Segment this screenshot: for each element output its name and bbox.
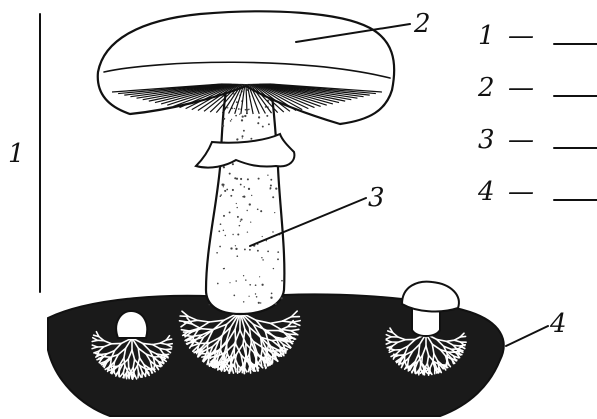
answer-number: 1 — [478, 21, 495, 51]
label-whole: 1 — [8, 139, 25, 169]
answer-row: 4 — — [477, 177, 597, 207]
answer-key: 1 — 2 — 3 — 4 — — [477, 21, 597, 207]
label-stem: 3 — [368, 183, 385, 213]
label-cap: 2 — [413, 9, 431, 39]
answer-dash: — — [508, 21, 534, 51]
answer-number: 4 — [477, 177, 495, 207]
leader-line-mycelium — [506, 326, 548, 346]
answer-row: 2 — — [477, 73, 597, 103]
answer-dash: — — [508, 177, 534, 207]
young-mushroom-left — [116, 311, 147, 338]
answer-row: 3 — — [478, 125, 597, 155]
answer-number: 2 — [477, 73, 495, 103]
stem — [206, 80, 284, 314]
answer-row: 1 — — [478, 21, 597, 51]
label-mycelium: 4 — [549, 309, 567, 339]
answer-dash: — — [508, 125, 534, 155]
answer-dash: — — [508, 73, 534, 103]
answer-number: 3 — [478, 125, 495, 155]
